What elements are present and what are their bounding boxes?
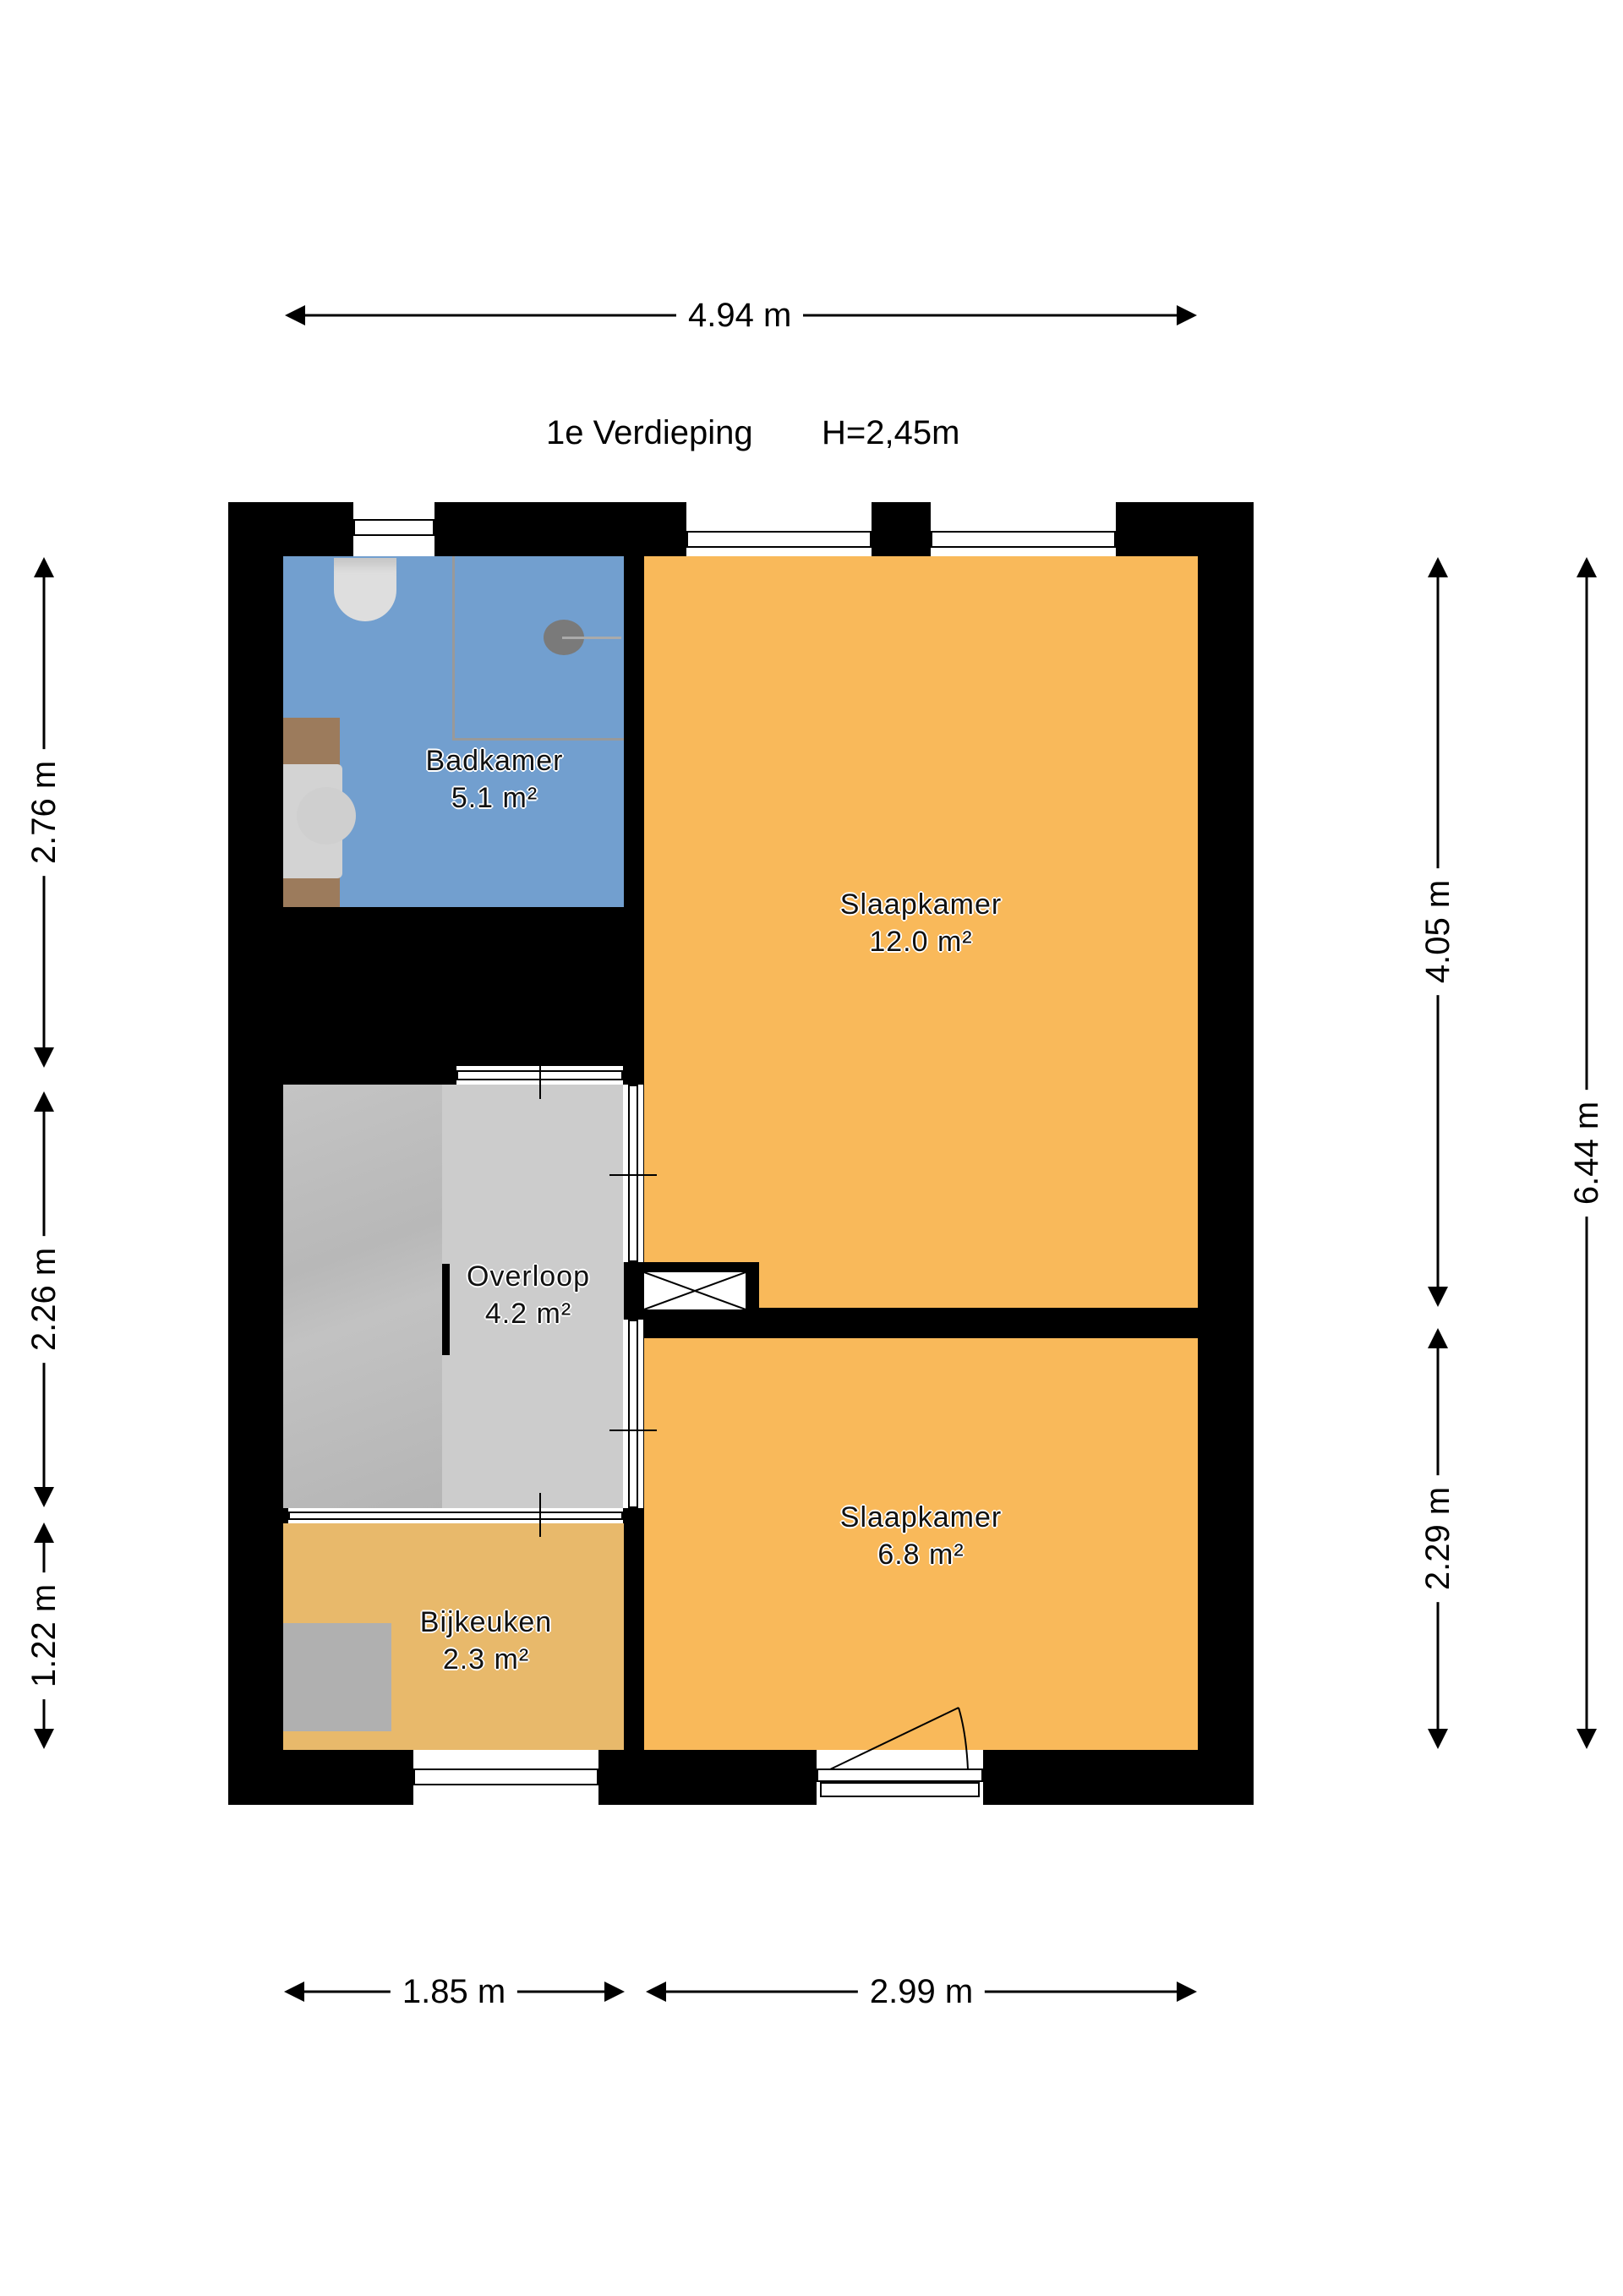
- window-top-left: [686, 502, 872, 556]
- door-bijkeuken-overloop: [288, 1508, 623, 1523]
- room-name: Overloop: [467, 1260, 590, 1293]
- room-area: 6.8 m²: [877, 1539, 965, 1571]
- room-label-bijkeuken: Bijkeuken 2.3 m²: [385, 1604, 587, 1678]
- room-area: 12.0 m²: [869, 926, 973, 958]
- toilet-icon: [334, 558, 396, 621]
- dimension-label-top: 4.94 m: [676, 297, 804, 334]
- door-marker: [609, 1174, 657, 1176]
- appliance: [283, 1623, 391, 1731]
- room-bijkeuken: Bijkeuken 2.3 m²: [283, 1523, 624, 1750]
- room-slaapkamer-1: Slaapkamer 12.0 m²: [644, 556, 1198, 1308]
- room-slaapkamer-2: Slaapkamer 6.8 m²: [644, 1338, 1198, 1750]
- door-slaapkamer-1-overloop: [623, 1085, 643, 1262]
- room-badkamer: Badkamer 5.1 m²: [283, 556, 624, 907]
- staircase: [283, 1085, 442, 1508]
- room-name: Bijkeuken: [419, 1606, 553, 1638]
- dimension-label-left-1: 2.76 m: [25, 748, 63, 877]
- room-label-badkamer: Badkamer 5.1 m²: [368, 742, 621, 817]
- door-marker: [609, 1430, 657, 1431]
- window-top-right: [931, 502, 1116, 556]
- room-overloop: Overloop 4.2 m²: [283, 1085, 624, 1508]
- floor-name: 1e Verdieping: [546, 414, 753, 451]
- cross-icon: [644, 1272, 746, 1309]
- shower-area: [452, 556, 624, 741]
- shaft-void: [644, 1272, 746, 1309]
- dimension-label-right-1: 4.05 m: [1419, 867, 1456, 996]
- dimension-label-left-3: 1.22 m: [25, 1572, 63, 1700]
- sink-icon: [297, 787, 356, 845]
- room-area: 5.1 m²: [451, 782, 538, 814]
- window-bottom-bijkeuken: [413, 1750, 598, 1805]
- dimension-label-bottom-1: 1.85 m: [390, 1973, 518, 2010]
- door-marker: [539, 1055, 541, 1099]
- shaft-box: [624, 1262, 759, 1320]
- room-area: 4.2 m²: [484, 1298, 572, 1330]
- shower-pipe: [562, 637, 621, 639]
- room-label-slaapkamer-1: Slaapkamer 12.0 m²: [644, 886, 1198, 960]
- window-door-slaapkamer-2: [817, 1750, 983, 1805]
- window-top-bathroom: [353, 502, 434, 556]
- floor-height: H=2,45m: [822, 414, 960, 451]
- door-slaapkamer-2-overloop: [623, 1320, 643, 1508]
- door-marker: [539, 1493, 541, 1537]
- dimension-label-right-total: 6.44 m: [1568, 1089, 1605, 1217]
- room-name: Slaapkamer: [839, 1501, 1003, 1533]
- dimension-label-right-2: 2.29 m: [1419, 1474, 1456, 1603]
- stair-railing: [442, 1264, 450, 1355]
- room-name: Slaapkamer: [839, 888, 1003, 921]
- room-name: Badkamer: [425, 745, 564, 777]
- room-label-slaapkamer-2: Slaapkamer 6.8 m²: [644, 1499, 1198, 1573]
- dimension-label-left-2: 2.26 m: [25, 1235, 63, 1364]
- room-area: 2.3 m²: [442, 1643, 530, 1676]
- room-label-overloop: Overloop 4.2 m²: [444, 1258, 613, 1332]
- dimension-label-bottom-2: 2.99 m: [857, 1973, 986, 2010]
